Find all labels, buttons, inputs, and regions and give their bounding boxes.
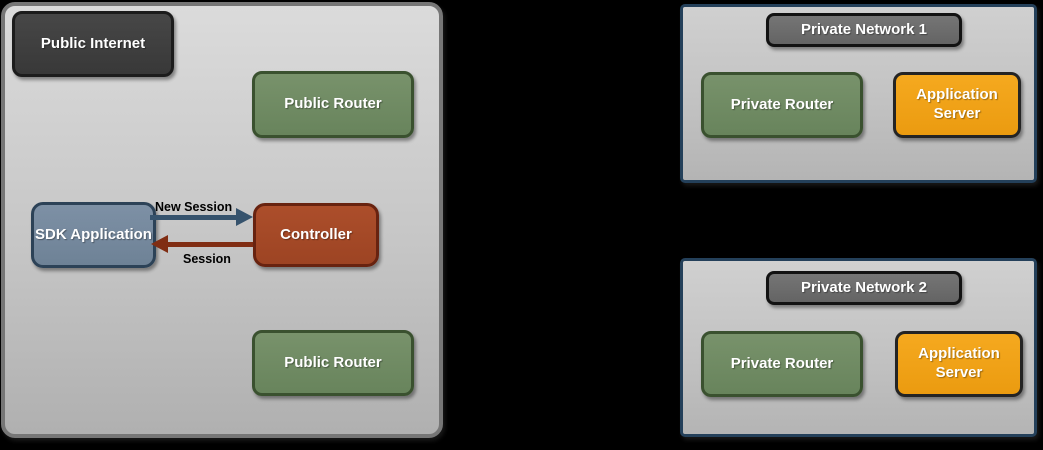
public-internet-zone: Public Internet Public Router SDK Applic… xyxy=(1,2,443,438)
new-session-arrow-label: New Session xyxy=(155,200,233,214)
sdk-application-node: SDK Application xyxy=(31,202,156,268)
public-router-bottom-node: Public Router xyxy=(252,330,414,396)
private-network-2-application-server-node: Application Server xyxy=(895,331,1023,397)
private-network-1-title: Private Network 1 xyxy=(766,13,962,47)
public-internet-label: Public Internet xyxy=(12,11,174,77)
private-network-2-title: Private Network 2 xyxy=(766,271,962,305)
session-arrowhead-icon xyxy=(151,235,168,253)
private-network-2-private-router-node: Private Router xyxy=(701,331,863,397)
new-session-arrowhead-icon xyxy=(236,208,253,226)
session-arrow xyxy=(168,242,253,247)
private-network-1-application-server-node: Application Server xyxy=(893,72,1021,138)
private-network-1-private-router-node: Private Router xyxy=(701,72,863,138)
controller-node: Controller xyxy=(253,203,379,267)
private-network-1-zone: Private Network 1 Private Router Applica… xyxy=(680,4,1037,183)
new-session-arrow xyxy=(150,215,236,220)
public-router-top-node: Public Router xyxy=(252,71,414,138)
private-network-2-zone: Private Network 2 Private Router Applica… xyxy=(680,258,1037,437)
session-arrow-label: Session xyxy=(183,252,231,266)
